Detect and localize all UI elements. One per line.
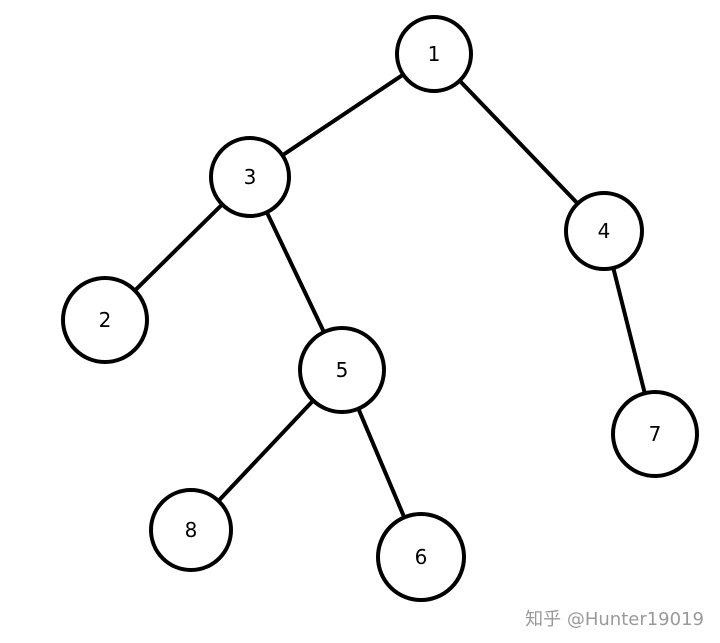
node-circle-8 bbox=[149, 488, 233, 572]
node-label-7: 7 bbox=[649, 422, 662, 446]
tree-node-6: 6 bbox=[376, 512, 466, 602]
tree-edges bbox=[103, 52, 657, 559]
node-circle-2 bbox=[61, 276, 149, 364]
node-circle-4 bbox=[564, 191, 644, 271]
node-label-2: 2 bbox=[99, 308, 112, 332]
tree-node-5: 5 bbox=[298, 326, 386, 414]
zhihu-watermark: 知乎 @Hunter19019 bbox=[525, 609, 704, 630]
node-label-4: 4 bbox=[598, 219, 611, 243]
tree-node-1: 1 bbox=[395, 15, 473, 93]
node-label-3: 3 bbox=[244, 165, 257, 189]
node-label-6: 6 bbox=[415, 545, 428, 569]
node-circle-7 bbox=[611, 390, 699, 478]
tree-node-4: 4 bbox=[564, 191, 644, 271]
edge-n1-n4 bbox=[432, 52, 606, 233]
tree-nodes: 1 3 4 2 5 7 8 6 bbox=[61, 15, 699, 602]
node-label-8: 8 bbox=[185, 518, 198, 542]
node-circle-1 bbox=[395, 15, 473, 93]
tree-node-8: 8 bbox=[149, 488, 233, 572]
node-circle-5 bbox=[298, 326, 386, 414]
tree-node-3: 3 bbox=[209, 136, 291, 218]
tree-node-2: 2 bbox=[61, 276, 149, 364]
tree-node-7: 7 bbox=[611, 390, 699, 478]
node-label-1: 1 bbox=[428, 42, 441, 66]
node-circle-3 bbox=[209, 136, 291, 218]
node-circle-6 bbox=[376, 512, 466, 602]
node-label-5: 5 bbox=[336, 358, 349, 382]
